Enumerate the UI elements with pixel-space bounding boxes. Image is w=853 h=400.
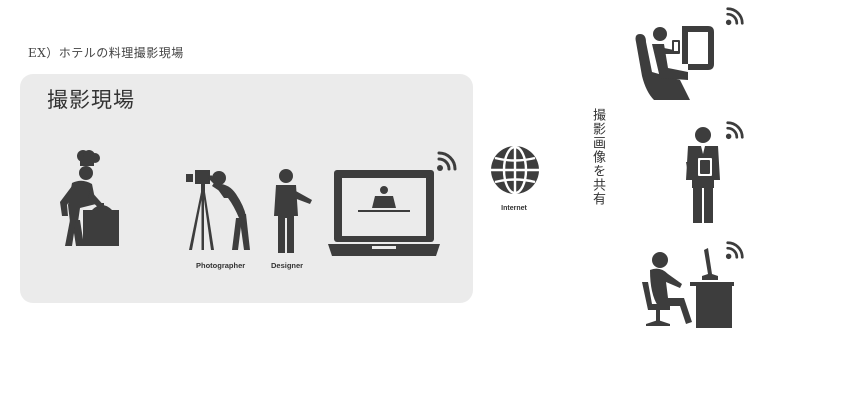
wifi-icon xyxy=(725,241,744,260)
business-person-icon xyxy=(686,127,720,223)
wifi-icon xyxy=(725,7,744,26)
office-worker-icon xyxy=(642,248,734,328)
wifi-icon xyxy=(437,151,457,171)
photographer-label: Photographer xyxy=(196,261,246,270)
share-images-text: 撮影画像を共有 xyxy=(590,108,605,206)
chef-icon xyxy=(60,150,119,246)
caption: EX）ホテルの料理撮影現場 xyxy=(28,46,184,60)
laptop-icon xyxy=(328,170,440,256)
globe-icon xyxy=(491,145,539,195)
designer-label: Designer xyxy=(271,261,304,270)
designer-icon xyxy=(274,169,312,253)
internet-label: Internet xyxy=(501,205,527,212)
wifi-icon xyxy=(725,121,744,140)
site-title: 撮影現場 xyxy=(47,88,135,112)
airplane-passenger-icon xyxy=(635,26,714,100)
photographer-icon xyxy=(186,170,250,250)
